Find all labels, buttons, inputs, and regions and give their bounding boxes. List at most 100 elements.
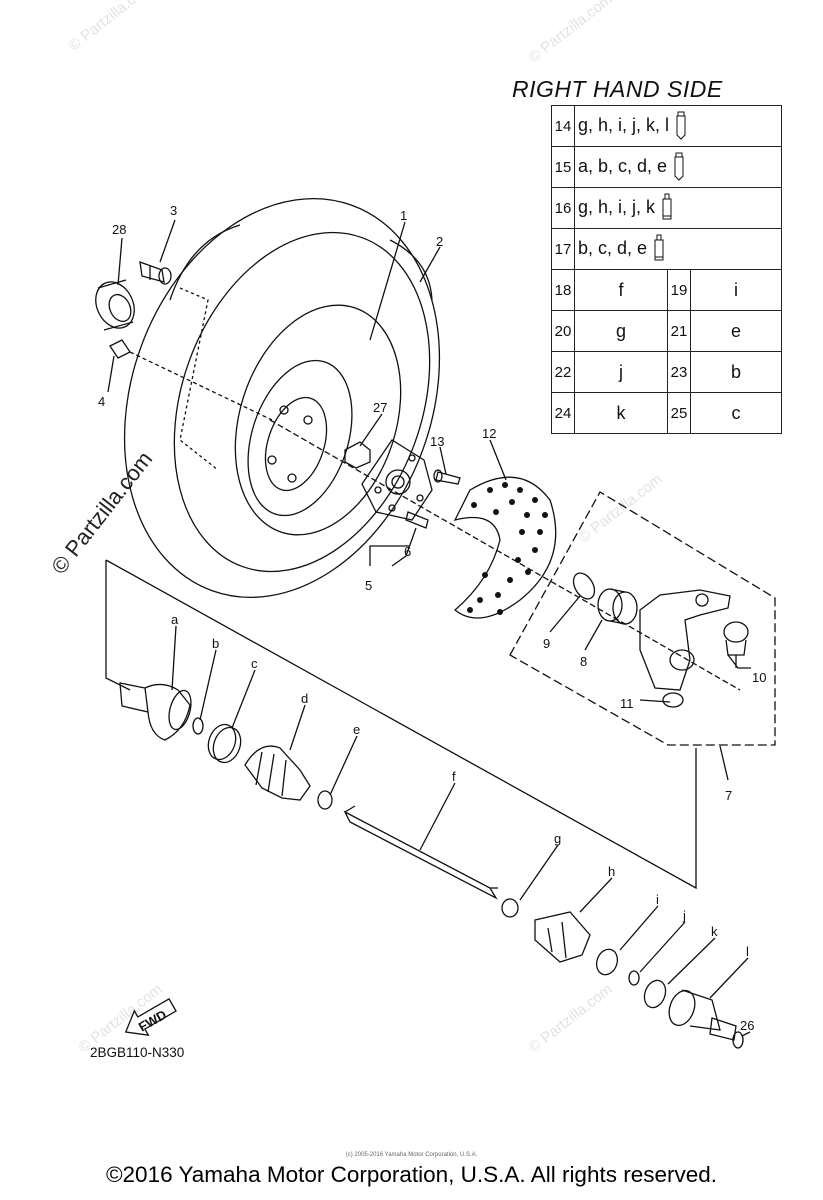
steering-knuckle (639, 589, 731, 691)
callout-11: 11 (620, 696, 634, 711)
legend-letter: e (690, 310, 782, 352)
legend-num: 21 (667, 310, 691, 352)
grease-packet-icon (655, 193, 673, 220)
seal-k (643, 979, 667, 1009)
callout-i: i (656, 892, 659, 907)
callout-5: 5 (365, 578, 372, 593)
snap-ring (662, 692, 684, 708)
callout-h: h (608, 864, 615, 879)
cv-joint-inner (668, 989, 737, 1041)
legend-letters-text: b, c, d, e (578, 237, 648, 258)
legend-num: 22 (551, 351, 575, 393)
callout-g: g (554, 831, 561, 846)
disc-bolt (433, 469, 461, 485)
callout-c: c (251, 656, 258, 671)
callout-10: 10 (752, 670, 766, 685)
legend-num: 23 (667, 351, 691, 393)
callout-28: 28 (112, 222, 126, 237)
legend-letters-text: g, h, i, j, k, l (578, 114, 670, 135)
legend-letter: b (690, 351, 782, 393)
legend-num: 24 (551, 392, 575, 434)
callout-d: d (301, 691, 308, 706)
circlip-26 (732, 1031, 744, 1049)
legend-letters: b, c, d, e (574, 228, 782, 270)
legend-num: 17 (551, 228, 575, 270)
legend-num: 15 (551, 146, 575, 188)
legend-num: 25 (667, 392, 691, 434)
legend-letters-text: a, b, c, d, e (578, 155, 668, 176)
valve-nut (95, 279, 135, 331)
callout-4: 4 (98, 394, 105, 409)
valve-stem (139, 261, 172, 285)
grease-tube-icon (667, 152, 685, 181)
cv-boot-h (534, 911, 591, 963)
callout-26: 26 (740, 1018, 754, 1033)
tire (123, 197, 441, 599)
boot-band-c (207, 723, 242, 764)
callout-j: j (682, 908, 686, 923)
diagram-code: 2BGB110-N330 (90, 1045, 185, 1060)
drive-shaft (343, 805, 498, 900)
legend-num: 19 (667, 269, 691, 311)
callout-2: 2 (436, 234, 443, 249)
legend-letters: g, h, i, j, k, l (574, 105, 782, 147)
callout-b: b (212, 636, 219, 651)
callout-e: e (353, 722, 360, 737)
callout-6: 6 (404, 544, 411, 559)
legend-letters: g, h, i, j, k (574, 187, 782, 229)
callout-k: k (711, 924, 718, 939)
callout-3: 3 (170, 203, 177, 218)
legend-letter: g (574, 310, 668, 352)
legend-title: RIGHT HAND SIDE (512, 76, 723, 102)
legend-letter: k (574, 392, 668, 434)
legend-num: 18 (551, 269, 575, 311)
ring-b (192, 717, 204, 735)
boot-band-g (501, 898, 519, 918)
valve-cap (109, 339, 131, 359)
legend-num: 20 (551, 310, 575, 352)
cv-boot-d (244, 745, 311, 801)
bearing (597, 588, 638, 625)
grease-tube-icon (669, 111, 687, 140)
legend-num: 14 (551, 105, 575, 147)
hub-bolt (405, 511, 429, 529)
callout-27: 27 (373, 400, 387, 415)
callout-7: 7 (725, 788, 732, 803)
boot-band-i (595, 948, 619, 976)
callout-f: f (452, 769, 456, 784)
callout-1: 1 (400, 208, 407, 223)
legend-num: 16 (551, 187, 575, 229)
fwd-arrow-icon (124, 998, 177, 1036)
callout-12: 12 (482, 426, 496, 441)
callout-l: l (746, 944, 749, 959)
ball-joint (723, 621, 749, 668)
wheel-rim (234, 304, 402, 536)
fine-print: (c) 2005-2016 Yamaha Motor Corporation, … (345, 1152, 478, 1158)
brake-disc (453, 476, 557, 619)
legend-letter: i (690, 269, 782, 311)
legend-letters-text: g, h, i, j, k (578, 196, 656, 217)
copyright-footer: ©2016 Yamaha Motor Corporation, U.S.A. A… (105, 1162, 718, 1187)
wheel-nut (344, 441, 371, 469)
callout-9: 9 (543, 636, 550, 651)
circlip (572, 572, 596, 600)
boot-band-e (317, 790, 333, 810)
legend-letter: j (574, 351, 668, 393)
cv-joint-outer (119, 682, 192, 741)
legend-letter: f (574, 269, 668, 311)
ring-j (628, 970, 640, 986)
callout-8: 8 (580, 654, 587, 669)
legend-letters: a, b, c, d, e (574, 146, 782, 188)
callout-13: 13 (430, 434, 444, 449)
legend-letter: c (690, 392, 782, 434)
